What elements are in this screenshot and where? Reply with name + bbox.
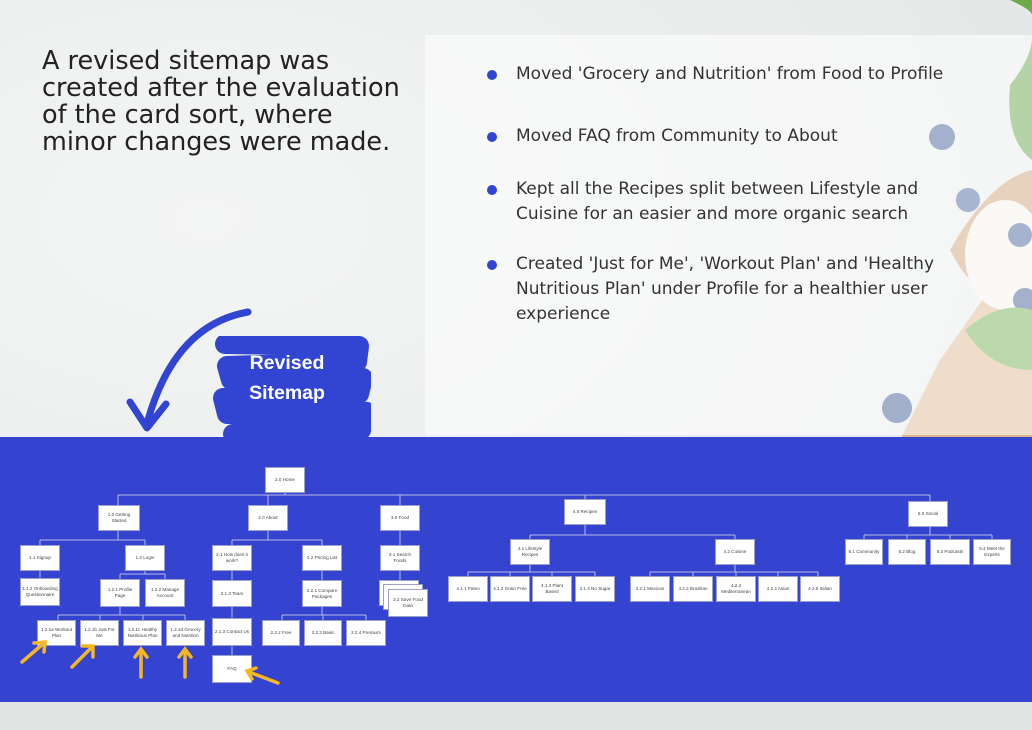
sitemap-node-home: 2.0 Home: [265, 467, 305, 493]
sitemap-node-mediterranean: 4.2.3 Mediterranean: [716, 576, 756, 602]
sitemap-node-getting-started: 1.0 Getting Started: [98, 505, 140, 531]
sitemap-node-no-sugar: 4.1.4 No Sugar: [575, 576, 615, 602]
sitemap-node-free: 2.2.2 Free: [262, 620, 300, 646]
sitemap-node-italian: 4.2.5 Italian: [800, 576, 840, 602]
sitemap-node-signup: 1.1 Signup: [20, 545, 60, 571]
sitemap-node-meet-experts: 5.4 Meet the Experts: [973, 539, 1011, 565]
sitemap-node-profile-page: 1.2.1 Profile Page: [100, 579, 140, 607]
sitemap-node-community: 5.1 Community: [845, 539, 883, 565]
sitemap-node-recipes: 4.0 Recipes: [564, 499, 606, 525]
sitemap-node-onboarding: 1.1.2 Onboarding Questionnaire: [20, 578, 60, 606]
sitemap-diagram: 2.0 Home 1.0 Getting Started 1.1 Signup …: [0, 437, 1032, 702]
sitemap-node-brazilian: 4.2.2 Brazilian: [673, 576, 713, 602]
sitemap-node-social: 5.0 Social: [908, 501, 948, 527]
highlight-arrows: [20, 640, 280, 685]
sitemap-node-lifestyle-recipes: 4.1 Lifestyle Recipes: [510, 539, 550, 565]
sitemap-node-grocery-nutrition: 1.2.1d Grocery and Nutrition: [166, 620, 205, 646]
bullet-panel: [425, 35, 1032, 435]
bullet-dot-icon: [487, 185, 497, 195]
sitemap-node-search-foods: 3.1 Search Foods: [380, 545, 420, 571]
sitemap-node-podcasts: 5.3 Podcasts: [930, 539, 970, 565]
sitemap-node-premium: 2.2.4 Premium: [346, 620, 386, 646]
highlight-arrow-icon: [244, 666, 280, 685]
revised-sitemap-badge: Revised Sitemap: [249, 352, 325, 404]
sitemap-node-team: 2.1.3 Team: [212, 580, 252, 607]
sitemap-node-blog: 5.2 Blog: [888, 539, 926, 565]
highlight-arrow-icon: [133, 646, 149, 679]
sitemap-node-pricing: 2.2 Pricing List: [302, 545, 342, 571]
highlight-arrow-icon: [20, 640, 47, 664]
sitemap-node-login: 1.2 Login: [125, 545, 165, 571]
sitemap-node-basic: 2.2.3 Basic: [304, 620, 342, 646]
sitemap-node-plant-based: 4.1.3 Plant Based: [532, 576, 572, 602]
sitemap-node-cuisine: 4.2 Cuisine: [715, 539, 755, 565]
changes-list: Moved 'Grocery and Nutrition' from Food …: [486, 62, 956, 327]
highlight-arrow-icon: [177, 646, 193, 679]
sitemap-node-healthy-plan: 1.2.1c Healthy Nutritious Plan: [123, 620, 162, 646]
sitemap-node-how-it-works: 2.1 How does it work?: [212, 545, 252, 571]
sitemap-node-compare-packages: 2.2.1 Compare Packages: [302, 580, 342, 607]
highlight-arrow-icon: [70, 644, 95, 669]
sitemap-node-mexican: 4.2.1 Mexican: [630, 576, 670, 602]
bullet-dot-icon: [487, 70, 497, 80]
sitemap-node-faq: FAQ: [212, 655, 252, 683]
sitemap-node-paleo: 4.1.1 Paleo: [448, 576, 488, 602]
change-item: Kept all the Recipes split between Lifes…: [486, 177, 956, 227]
bullet-dot-icon: [487, 260, 497, 270]
change-item: Moved FAQ from Community to About: [486, 124, 956, 149]
sitemap-node-contact-us: 2.1.3 Contact Us: [212, 618, 252, 646]
sitemap-node-about: 2.0 About: [248, 505, 288, 531]
sitemap-node-grain-free: 4.1.2 Grain Free: [490, 576, 530, 602]
sitemap-node-food: 3.0 Food: [380, 505, 420, 531]
sitemap-node-manage-account: 1.2.2 Manage Account: [145, 579, 185, 607]
curved-arrow-icon: [126, 308, 252, 432]
sitemap-node-just-for-me: 1.2.1b Just For Me: [80, 620, 119, 646]
bottom-strip: [0, 702, 1032, 730]
sitemap-node-asian: 4.2.4 Asian: [758, 576, 798, 602]
scribble-highlight: [213, 336, 371, 440]
change-item: Created 'Just for Me', 'Workout Plan' an…: [486, 252, 956, 327]
change-item: Moved 'Grocery and Nutrition' from Food …: [486, 62, 956, 87]
sitemap-node-save-food: 3.2 Save Food Data: [388, 589, 428, 617]
bullet-dot-icon: [487, 132, 497, 142]
intro-text: A revised sitemap was created after the …: [42, 46, 400, 157]
